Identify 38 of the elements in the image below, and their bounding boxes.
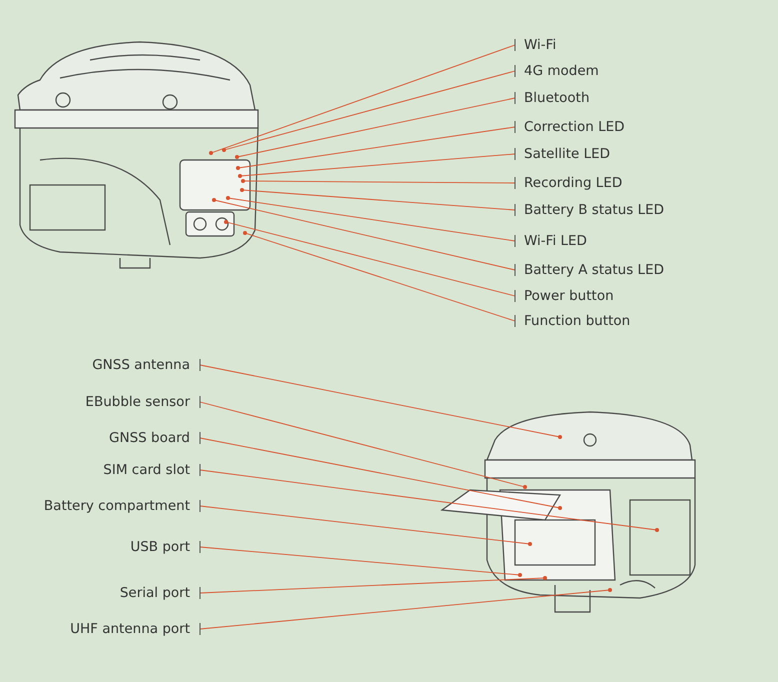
part-label: Function button <box>524 312 630 330</box>
part-label: Bluetooth <box>524 89 590 107</box>
leader-line <box>212 198 516 276</box>
leader-line <box>224 220 516 302</box>
leader-line <box>243 231 516 328</box>
part-label: Recording LED <box>524 174 622 192</box>
part-label: 4G modem <box>524 62 599 80</box>
part-label: Power button <box>524 287 614 305</box>
part-label: EBubble sensor <box>85 393 190 411</box>
part-label: Satellite LED <box>524 145 610 163</box>
leader-line <box>226 196 516 248</box>
leader-line <box>209 38 516 155</box>
part-label: Battery A status LED <box>524 261 664 279</box>
leader-line <box>200 464 659 532</box>
leader-line <box>200 500 532 546</box>
leader-line <box>200 396 527 489</box>
leader-line <box>222 64 516 152</box>
leader-line <box>236 120 516 170</box>
part-label: GNSS antenna <box>92 356 190 374</box>
part-label: GNSS board <box>109 429 190 447</box>
leader-line <box>200 540 522 577</box>
leader-line <box>235 92 516 159</box>
part-label: UHF antenna port <box>70 620 190 638</box>
part-label: Correction LED <box>524 118 625 136</box>
leader-line <box>200 432 562 510</box>
leader-line <box>200 576 547 600</box>
part-label: Wi-Fi <box>524 36 556 54</box>
part-label: Wi-Fi LED <box>524 232 587 250</box>
leader-line <box>238 148 516 178</box>
part-label: Serial port <box>120 584 190 602</box>
part-label: USB port <box>130 538 190 556</box>
leader-line <box>200 358 562 439</box>
leader-line <box>241 176 516 190</box>
leader-line <box>240 188 516 216</box>
part-label: Battery B status LED <box>524 201 664 219</box>
part-label: SIM card slot <box>103 461 190 479</box>
part-label: Battery compartment <box>44 497 190 515</box>
leader-line <box>200 588 612 636</box>
